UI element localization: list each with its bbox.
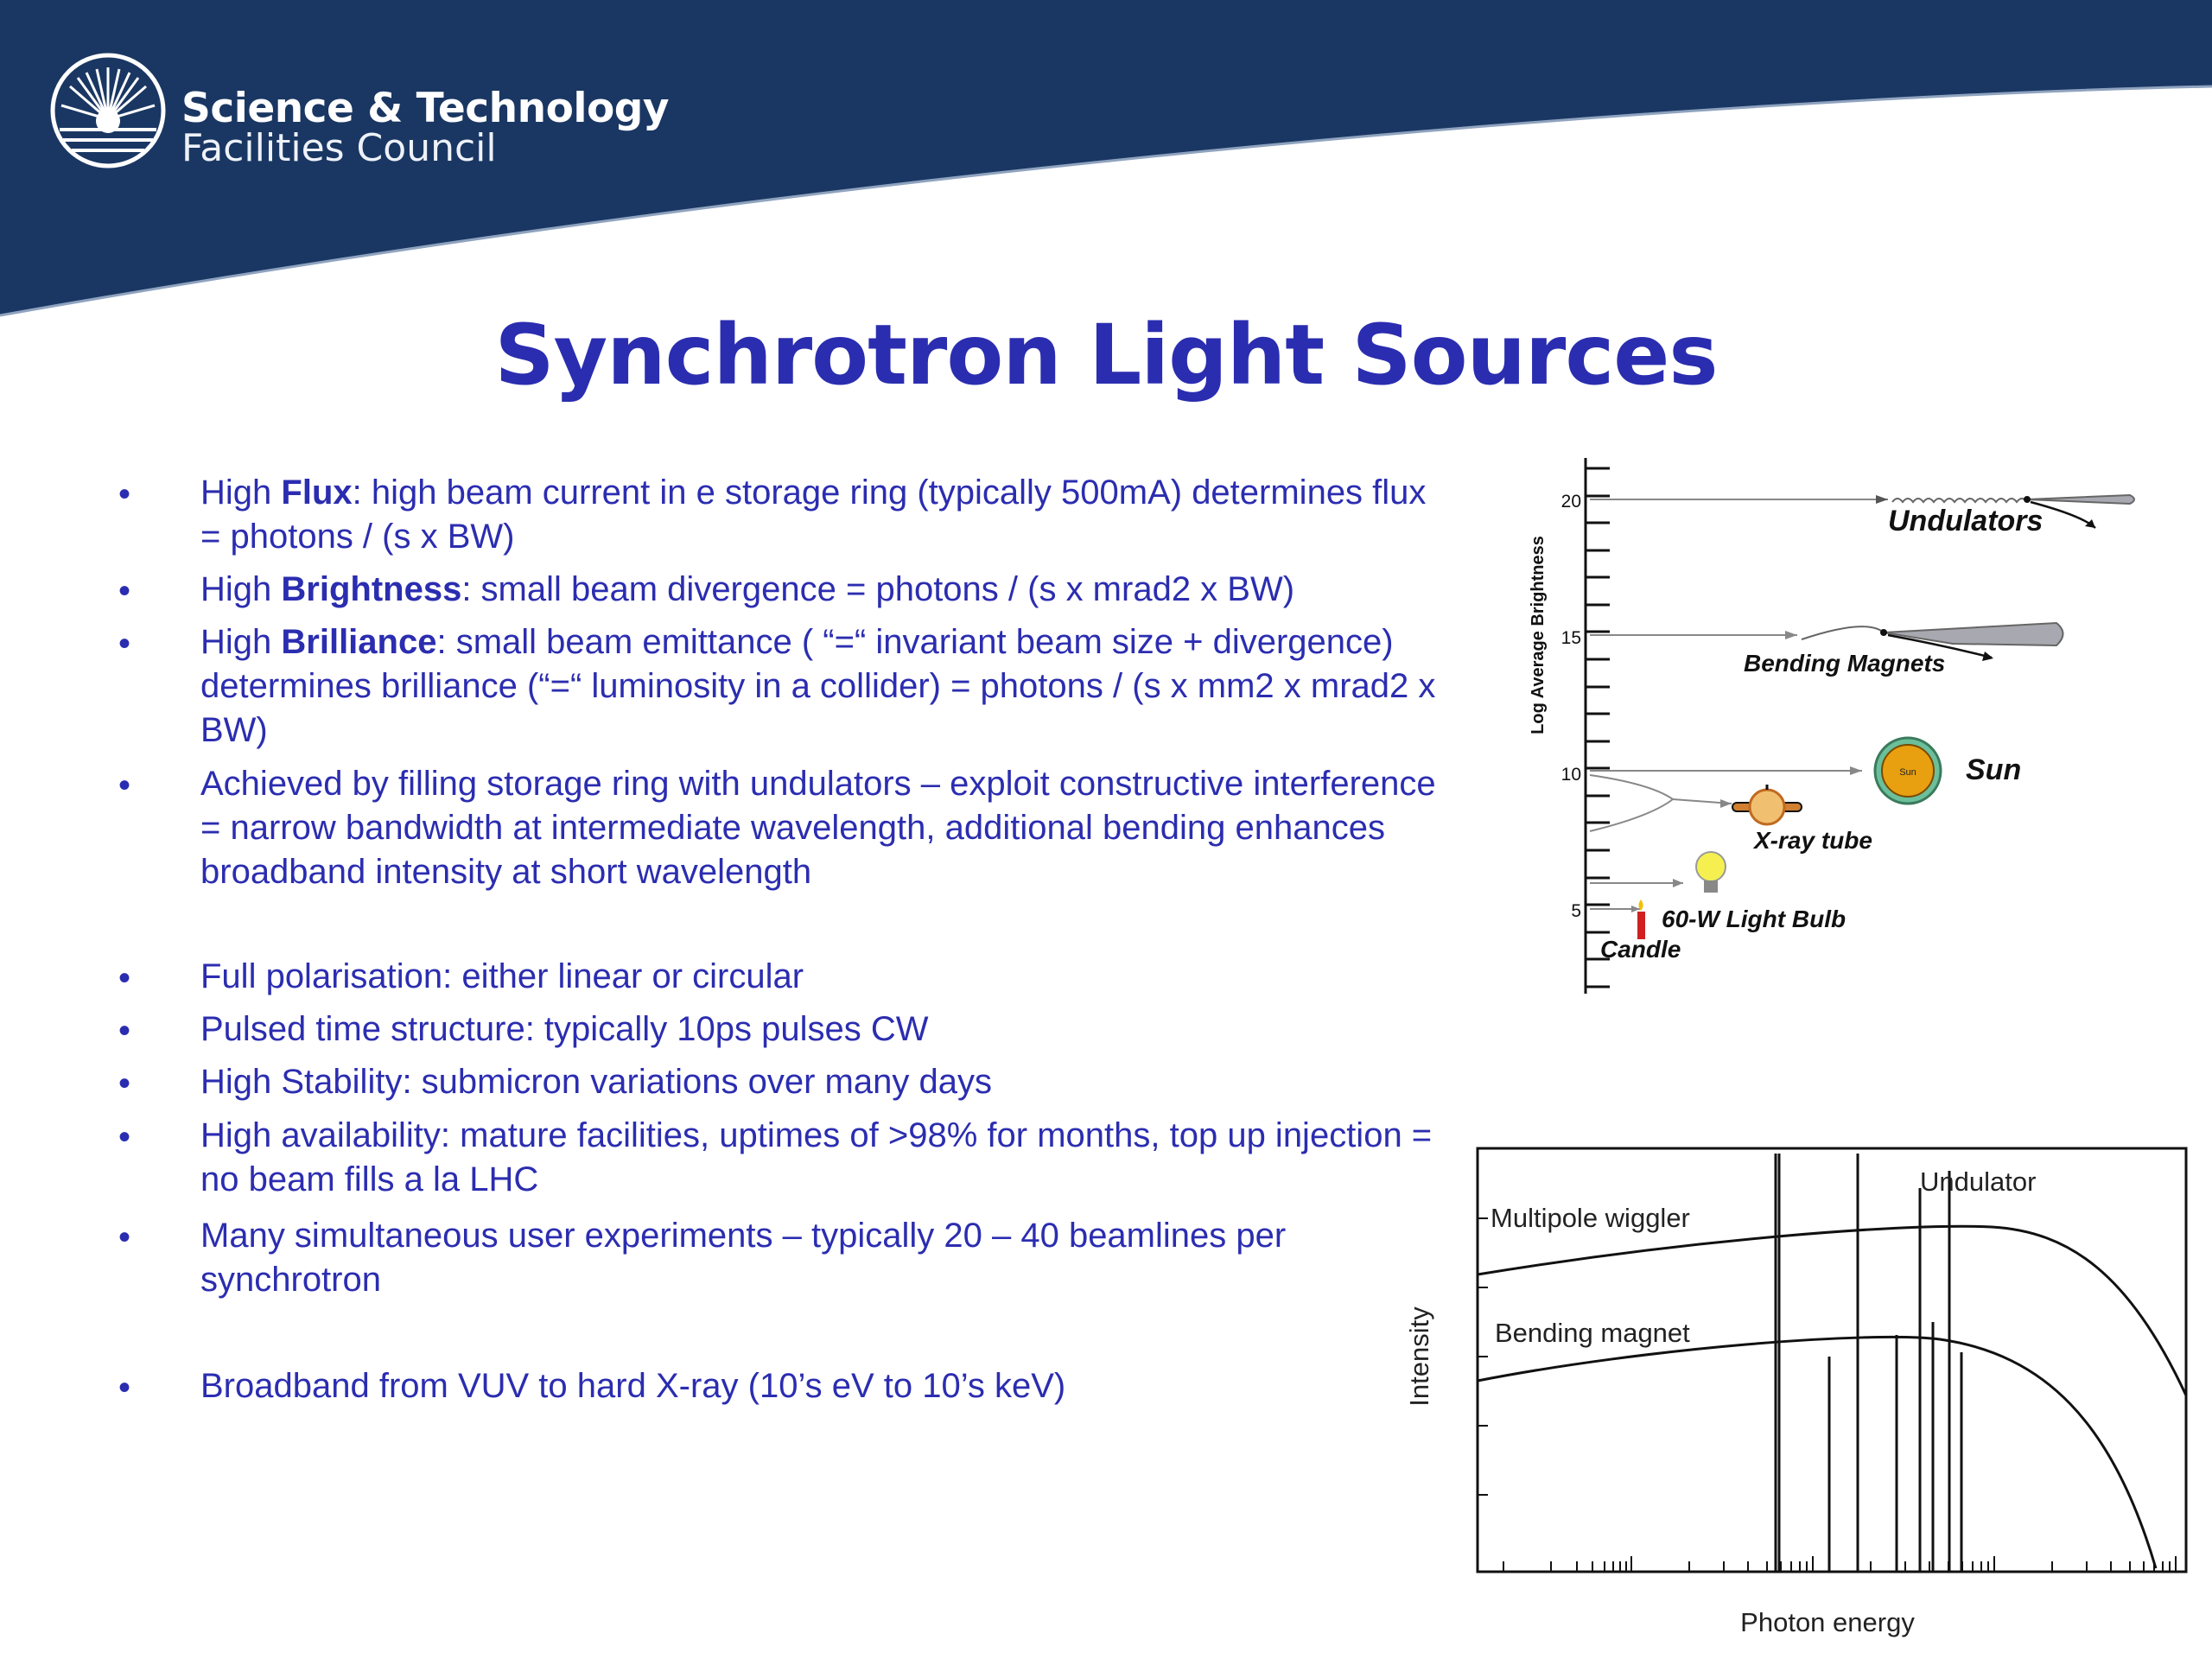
bullet-text: High	[200, 570, 282, 608]
bullet-marker: •	[118, 1218, 131, 1256]
bending-beam	[1883, 621, 2064, 647]
bending-curve	[1477, 1335, 2158, 1569]
bullet-4-line-3: broadband intensity at short wavelength	[200, 850, 811, 894]
bullet-text: Achieved by filling storage ring with un…	[200, 765, 1436, 803]
slide-title: Synchrotron Light Sources	[494, 307, 1719, 404]
bullet-marker: •	[118, 1369, 131, 1407]
bullet-text: : small beam divergence = photons / (s x…	[461, 570, 1295, 608]
label-undulators: Undulators	[1888, 505, 2043, 537]
light-bulb-icon	[1695, 851, 1726, 893]
bullet-text: Many simultaneous user experiments – typ…	[200, 1217, 1287, 1255]
bullet-marker: •	[118, 1012, 131, 1050]
label-bending-magnet: Bending magnet	[1495, 1318, 1690, 1348]
bullet-text: = narrow bandwidth at intermediate wavel…	[200, 809, 1385, 847]
undulator-wave	[1891, 498, 2028, 504]
bullet-marker: •	[118, 766, 131, 804]
y-axis-ticks	[1478, 1217, 1488, 1496]
y-axis-label: Log Average Brightness	[1529, 536, 1548, 734]
y-tick-15: 15	[1561, 628, 1581, 648]
label-multipole-wiggler: Multipole wiggler	[1491, 1203, 1690, 1233]
bullet-2-line-1: High Brightness: small beam divergence =…	[200, 568, 1294, 612]
bullet-text: broadband intensity at short wavelength	[200, 853, 812, 891]
plot-frame	[1476, 1147, 2188, 1573]
bullet-9-line-2: synchrotron	[200, 1258, 381, 1302]
bullet-marker: •	[118, 1065, 131, 1103]
bullet-text: determines brilliance (“=“ luminosity in…	[200, 667, 1436, 705]
bullet-4-line-2: = narrow bandwidth at intermediate wavel…	[200, 806, 1385, 850]
bullet-3-line-1: High Brilliance: small beam emittance ( …	[200, 620, 1394, 664]
bullet-text: : small beam emittance ( “=“ invariant b…	[436, 623, 1394, 661]
bullet-9-line-1: Many simultaneous user experiments – typ…	[200, 1214, 1286, 1258]
x-axis-ticks	[1503, 1556, 2177, 1572]
bullet-keyword: Brilliance	[281, 623, 437, 661]
bullet-3-line-3: BW)	[200, 709, 268, 753]
bullet-keyword: Brightness	[281, 570, 462, 608]
bullet-4-line-1: Achieved by filling storage ring with un…	[200, 762, 1436, 806]
header-band	[0, 0, 2212, 317]
label-xray-tube: X-ray tube	[1752, 827, 1872, 854]
y-axis-label: Intensity	[1404, 1306, 1434, 1407]
y-tick-20: 20	[1561, 492, 1581, 512]
label-undulator: Undulator	[1920, 1166, 2036, 1197]
wiggler-curve	[1477, 1224, 2188, 1396]
xray-tube-icon	[1732, 785, 1802, 826]
brand-name-line1: Science & Technology	[181, 85, 670, 132]
bullet-text: Pulsed time structure: typically 10ps pu…	[200, 1010, 929, 1048]
y-tick-5: 5	[1571, 901, 1581, 921]
undulator-peaks	[1774, 1154, 1963, 1572]
label-bending-magnets: Bending Magnets	[1744, 650, 1945, 677]
y-axis-minor-ticks	[1586, 467, 1610, 988]
bullet-8-line-1: High availability: mature facilities, up…	[200, 1114, 1432, 1158]
bullet-marker: •	[118, 1118, 131, 1156]
bullet-1-line-2: = photons / (s x BW)	[200, 515, 514, 559]
bullet-marker: •	[118, 625, 131, 663]
bullet-text: High	[200, 474, 282, 512]
bullet-text: = photons / (s x BW)	[200, 518, 515, 556]
bullet-3-line-2: determines brilliance (“=“ luminosity in…	[200, 664, 1435, 709]
label-light-bulb: 60-W Light Bulb	[1662, 906, 1846, 932]
bullet-text: synchrotron	[200, 1261, 381, 1299]
y-tick-10: 10	[1561, 765, 1581, 785]
candle-icon	[1637, 899, 1645, 939]
bullet-text: Full polarisation: either linear or circ…	[200, 957, 804, 995]
bullet-keyword: Flux	[281, 474, 353, 512]
sun-icon: Sun	[1873, 736, 1942, 805]
svg-text:Sun: Sun	[1899, 767, 1916, 778]
bullet-8-line-2: no beam fills a la LHC	[200, 1158, 538, 1202]
bullet-5-line-1: Full polarisation: either linear or circ…	[200, 955, 804, 999]
bullet-10-line-1: Broadband from VUV to hard X-ray (10’s e…	[200, 1364, 1065, 1408]
bullet-text: BW)	[200, 711, 268, 749]
bullet-marker: •	[118, 959, 131, 997]
brand-name-line2: Facilities Council	[181, 126, 497, 170]
intensity-figure: Undulator Multipole wiggler Bending magn…	[1404, 1147, 2188, 1637]
bullet-marker: •	[118, 572, 131, 610]
bullet-text: : high beam current in e storage ring (t…	[352, 474, 1427, 512]
brightness-figure: 20 15 10 5 Log Average Brightness Undula…	[1529, 458, 2135, 994]
bullet-marker: •	[118, 475, 131, 513]
label-sun: Sun	[1966, 753, 2021, 786]
bullet-7-line-1: High Stability: submicron variations ove…	[200, 1060, 992, 1104]
x-axis-label: Photon energy	[1740, 1607, 1915, 1637]
bullet-text: Broadband from VUV to hard X-ray (10’s e…	[200, 1367, 1066, 1405]
undulator-beam	[2026, 493, 2135, 505]
bullet-text: no beam fills a la LHC	[200, 1160, 539, 1198]
bullet-text: High	[200, 623, 282, 661]
bullet-text: High availability: mature facilities, up…	[200, 1116, 1433, 1154]
bullet-text: High Stability: submicron variations ove…	[200, 1063, 992, 1101]
bullet-1-line-1: High Flux: high beam current in e storag…	[200, 471, 1426, 515]
stfc-logo-icon	[50, 53, 166, 168]
bullet-6-line-1: Pulsed time structure: typically 10ps pu…	[200, 1007, 929, 1052]
label-candle: Candle	[1600, 936, 1681, 963]
